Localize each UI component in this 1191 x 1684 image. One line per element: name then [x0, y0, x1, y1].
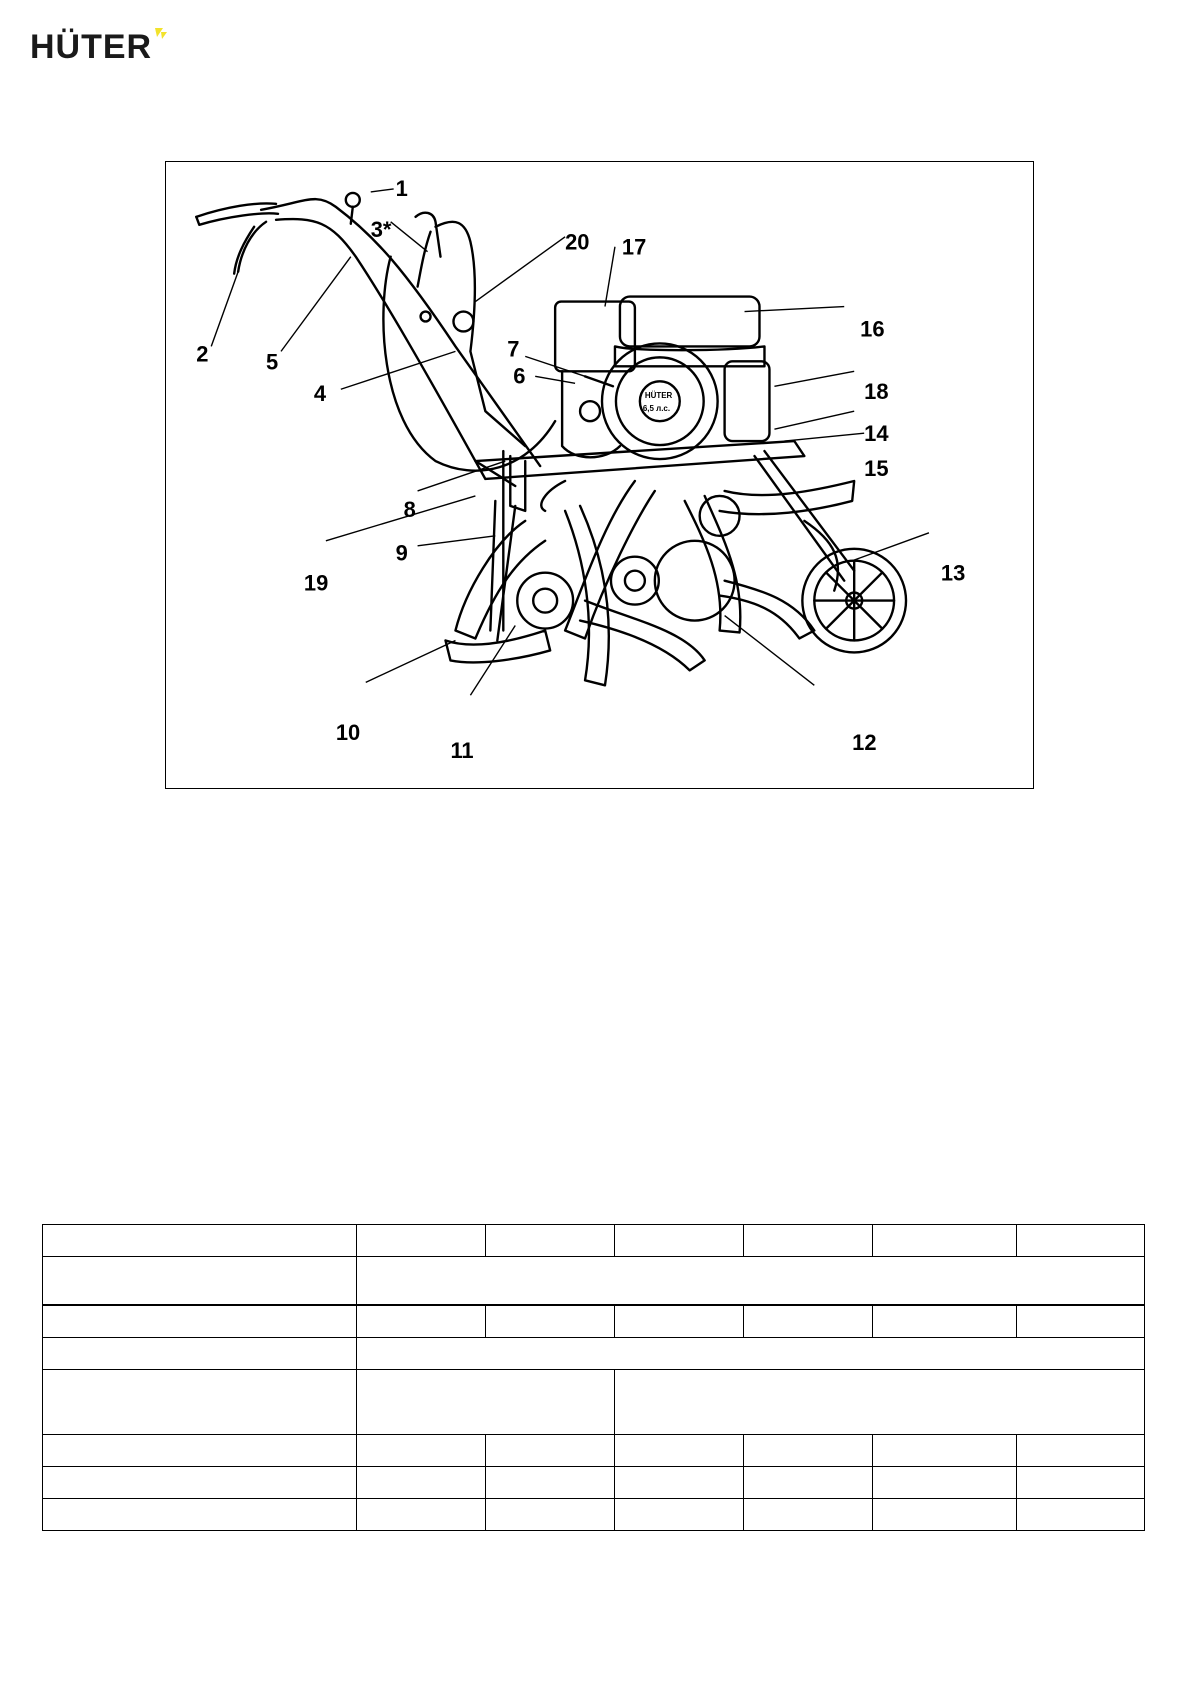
tiller-hub	[516, 571, 575, 630]
callout-2: 2	[196, 341, 208, 366]
callout-8: 8	[404, 497, 416, 522]
logo-accent-mark	[155, 28, 163, 37]
callout-9: 9	[396, 541, 408, 566]
callout-13: 13	[941, 561, 965, 586]
transport-wheel	[801, 547, 908, 654]
callout-20: 20	[565, 230, 589, 255]
air-filter-cover	[553, 300, 637, 373]
tiller-blade	[454, 519, 547, 640]
engine-pulley	[578, 400, 602, 423]
callout-6: 6	[513, 363, 525, 388]
left-grip	[195, 202, 278, 219]
table-row	[42, 1256, 1145, 1306]
callout-5: 5	[266, 349, 278, 374]
engine-side	[723, 360, 771, 443]
callout-11: 11	[450, 738, 473, 763]
tiller-flange	[653, 539, 736, 622]
starter-handle	[583, 375, 615, 388]
cultivator-drawing: 1 2 3* 4 5 6 7 8 9 10 11 12 13 14 15 16 …	[195, 176, 965, 763]
clutch-lever	[236, 220, 268, 273]
wheel-strut	[753, 454, 846, 582]
callout-1: 1	[396, 176, 408, 201]
callout-12: 12	[852, 730, 876, 755]
table-row	[42, 1466, 1145, 1499]
callout-17: 17	[622, 235, 646, 260]
fuel-tank	[618, 295, 761, 348]
table-row	[42, 1224, 1145, 1257]
mudguard	[382, 255, 557, 472]
callout-19: 19	[304, 571, 328, 596]
engine-badge-power: 6,5 л.с.	[643, 404, 670, 413]
table-row	[42, 1369, 1145, 1435]
brand-logo: HÜTER	[30, 24, 170, 66]
recoil-starter	[600, 342, 719, 461]
table-row	[42, 1337, 1145, 1370]
depth-stop	[496, 504, 517, 642]
callout-4: 4	[314, 381, 327, 406]
table-row	[42, 1304, 1145, 1338]
frame-plate	[474, 439, 806, 481]
callout-7: 7	[507, 336, 519, 361]
callout-10: 10	[336, 720, 360, 745]
callout-3: 3*	[371, 217, 392, 242]
frame-bracket	[509, 454, 527, 513]
logo-wordmark: HÜTER	[30, 28, 152, 64]
table-row	[42, 1498, 1145, 1531]
table-row	[42, 1434, 1145, 1467]
callout-15: 15	[864, 456, 888, 481]
engine-badge-brand: HÜTER	[645, 391, 673, 400]
specification-table	[42, 1224, 1145, 1531]
cultivator-diagram: 1 2 3* 4 5 6 7 8 9 10 11 12 13 14 15 16 …	[165, 161, 1034, 789]
callout-16: 16	[860, 316, 884, 341]
callout-14: 14	[864, 421, 889, 446]
callout-18: 18	[864, 379, 888, 404]
